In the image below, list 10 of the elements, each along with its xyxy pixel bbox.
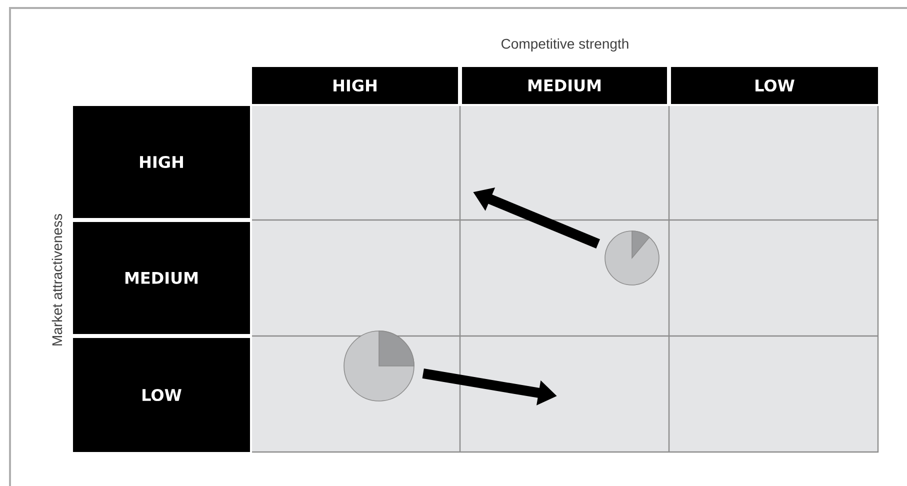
pie-chart: [344, 330, 414, 402]
axis-title: Market attractiveness: [52, 214, 62, 346]
row-header: LOW: [73, 338, 250, 452]
column-header: LOW: [671, 67, 878, 104]
pie-chart: [604, 230, 660, 286]
row-header: HIGH: [73, 106, 250, 218]
column-header: HIGH: [252, 67, 458, 104]
column-header: MEDIUM: [462, 67, 667, 104]
axis-title: Competitive strength: [502, 38, 628, 52]
row-header: MEDIUM: [73, 222, 250, 334]
